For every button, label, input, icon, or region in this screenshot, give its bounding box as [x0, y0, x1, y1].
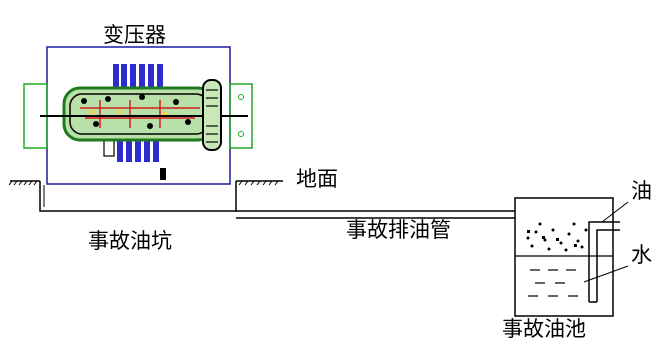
accident-tank-label: 事故油池 [502, 317, 586, 341]
ground-surface-left [8, 180, 40, 186]
water-leader-line [583, 265, 629, 283]
accident-oil-pit [39, 181, 237, 212]
accident-drain-pipe [236, 210, 515, 219]
water-label: 水 [631, 243, 652, 267]
transformer-label: 变压器 [103, 23, 166, 47]
bolt-icon [238, 131, 244, 137]
ground-label: 地面 [296, 167, 338, 191]
drain-pipe-label: 事故排油管 [346, 218, 451, 242]
accident-oil-tank [514, 197, 620, 317]
oil-label: 油 [631, 179, 652, 203]
oil-leader-line [601, 201, 629, 223]
transformer-body [40, 64, 248, 180]
accident-pit-label: 事故油坑 [88, 229, 172, 253]
bolt-icon [238, 94, 244, 100]
ground-surface-right [236, 180, 283, 186]
